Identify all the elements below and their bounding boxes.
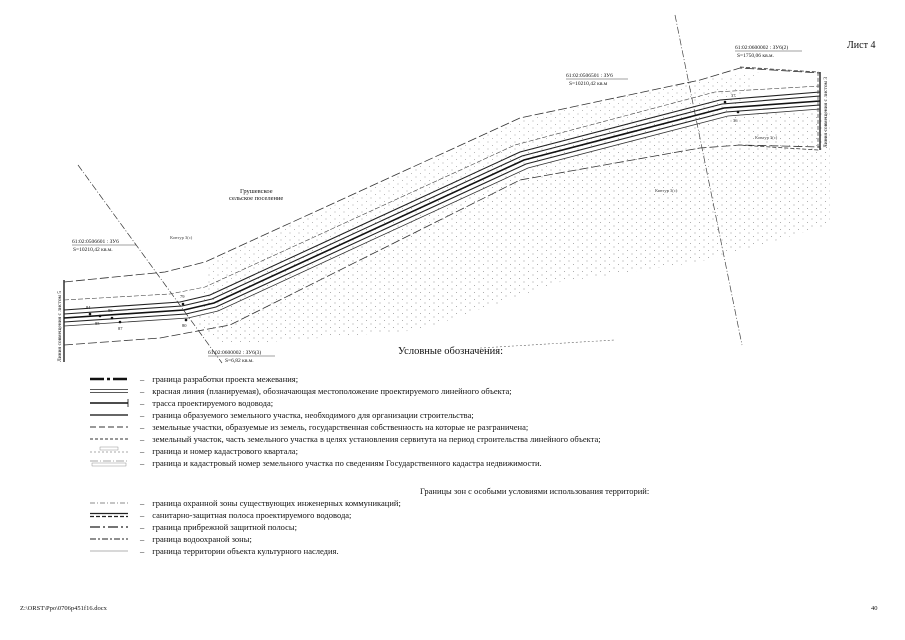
parcel-zu6-2-outline (737, 66, 819, 151)
legend-item: – санитарно-защитная полоса проектируемо… (88, 509, 888, 521)
parcel-area-center: S=10210,42 кв.м (569, 81, 608, 87)
servitude-boundary (63, 85, 821, 301)
cadastral-boundary-line (674, 14, 743, 346)
legend-symbol-red-line (90, 389, 128, 393)
parcel-area-left: S=10210,42 кв.м. (73, 247, 113, 253)
point-label: 80 (182, 323, 187, 328)
legend-item: – граница территории объекта культурного… (88, 545, 888, 557)
parcel-area-zu6-3: S=6,82 кв.м. (225, 358, 254, 364)
legend-symbol-sanitary-zone (90, 512, 128, 518)
legend-symbol-servitude (90, 438, 128, 440)
contour-label: Контур 3(с) (170, 235, 193, 240)
legend-symbol-project-boundary (90, 377, 128, 381)
legend-symbol-utility-zone (90, 502, 128, 504)
contour-label: Контур 3(с) (655, 188, 678, 193)
corridor-line-4 (63, 104, 821, 323)
parcel-code-left: 61:02:0506601 : ЗУ6 (72, 239, 119, 245)
legend-item: – граница и кадастровый номер земельного… (88, 457, 888, 469)
red-line-upper (63, 67, 821, 283)
cadastral-boundary-line (77, 164, 223, 364)
parcel-area-zu6-2: S=1750,06 кв.м. (737, 53, 775, 59)
legend-item: – красная линия (планируемая), обозначаю… (88, 385, 888, 397)
sheet-label: Лист 4 (847, 40, 876, 51)
zones-heading: Границы зон с особыми условиями использо… (420, 486, 650, 496)
footer-file-path: Z:\ORST\Ppo\0706p451f16.docx (20, 605, 107, 612)
land-area-dotted-upper (200, 72, 760, 312)
legend-item: – граница прибрежной защитной полосы; (88, 521, 888, 533)
corridor-line-2 (63, 95, 821, 315)
legend-symbol-parcel-boundary (90, 414, 128, 416)
point-label: 86 (108, 308, 113, 313)
parcel-code-center: 61:02:0506501 : ЗУ6 (566, 73, 613, 79)
legend-title: Условные обозначения: (398, 346, 504, 357)
corridor-line-5 (63, 108, 821, 327)
survey-points (88, 100, 740, 324)
legend-symbol-state-land (90, 426, 128, 428)
legend-item: – трасса проектируемого водовода; (88, 397, 888, 409)
point-label: 84 (86, 305, 91, 310)
legend-symbol-coastal-strip (90, 526, 128, 528)
point-label: 87 (118, 326, 123, 331)
legend-symbol-cadastral-quarter (90, 446, 128, 453)
corridor-line-1 (63, 91, 821, 311)
settlement-label: Грушевское (240, 188, 273, 195)
legend-item: – граница водоохраной зоны; (88, 533, 888, 545)
point-label: 36 (733, 118, 738, 123)
legend-symbol-cadastral-parcel (90, 460, 128, 467)
legend-item: – земельные участки, образуемые из земел… (88, 421, 888, 433)
legend-symbol-heritage (90, 550, 128, 552)
legend-item: – граница охранной зоны существующих инж… (88, 497, 888, 509)
edge-label-left: Линия совмещения с листом 5 (57, 291, 63, 362)
contour-label: Контур 3(с) (755, 135, 778, 140)
parcel-code-zu6-2: 61:02:0600002 : ЗУ6(2) (735, 44, 788, 51)
footer-page-number: 40 (871, 605, 878, 612)
legend-symbol-water-protection (90, 538, 128, 540)
point-label: 85 (95, 321, 100, 326)
legend-item: – земельный участок, часть земельного уч… (88, 433, 888, 445)
legend-item: – граница и номер кадастрового квартала; (88, 445, 888, 457)
water-pipeline-route (63, 100, 821, 319)
point-label: 79 (180, 294, 185, 299)
land-area-dotted (195, 110, 830, 345)
legend-symbol-pipeline (90, 399, 129, 407)
settlement-label-2: сельское поселение (229, 195, 283, 202)
edge-label-right: Линия совмещения с листом 3 (823, 77, 829, 148)
legend-item: – граница разработки проекта межевания; (88, 373, 888, 385)
parcel-code-zu6-3: 61:02:0600002 : ЗУ6(3) (208, 349, 261, 356)
legend-item: – граница образуемого земельного участка… (88, 409, 888, 421)
quarter-boundary-line (479, 339, 616, 349)
point-label: 37 (731, 93, 736, 98)
